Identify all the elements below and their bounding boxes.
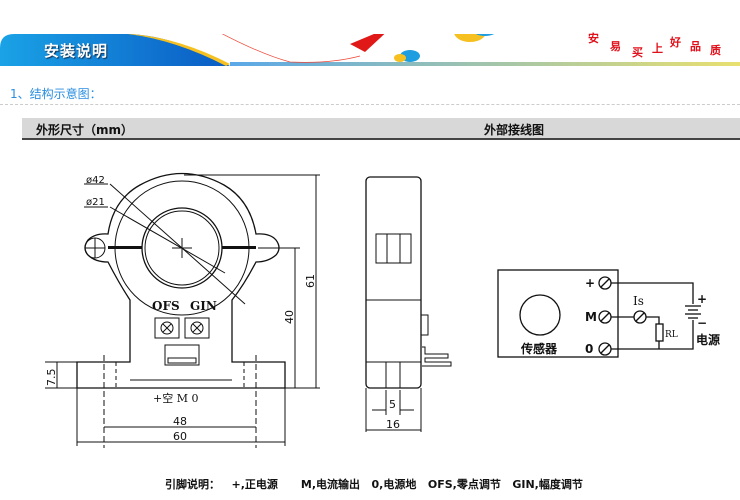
- header-banner: [0, 34, 740, 66]
- pin-item: 0,电源地: [371, 478, 417, 491]
- table-header: 外形尺寸（mm） 外部接线图: [22, 118, 740, 140]
- pin-labels: +空 M 0: [153, 391, 198, 405]
- side-view: [365, 176, 452, 432]
- power-label: 电源: [696, 332, 720, 347]
- slogan-char: 买: [632, 46, 643, 59]
- terminal-m: M: [585, 310, 597, 324]
- slogan-char: 易: [610, 40, 621, 53]
- pin-legend-label: 引脚说明：: [165, 478, 220, 491]
- outer-diameter-label: ø42: [86, 175, 105, 186]
- pin-legend: 引脚说明： +,正电源 M,电流输出 0,电源地 OFS,零点调节 GIN,幅度…: [165, 476, 583, 492]
- pin-item: GIN,幅度调节: [512, 478, 583, 491]
- wiring-diagram: [497, 269, 701, 358]
- slogan-char: 好: [670, 36, 681, 49]
- wiring-header: 外部接线图: [484, 123, 545, 137]
- battery-minus: −: [697, 316, 707, 330]
- is-label: Is: [633, 294, 644, 308]
- dim-width: 60: [173, 430, 187, 443]
- dimensions-header: 外形尺寸（mm）: [36, 123, 134, 137]
- battery-plus: +: [697, 292, 707, 306]
- slogan-char: 质: [710, 44, 721, 57]
- header-title: 安装说明: [44, 42, 109, 60]
- slogan-char: 上: [652, 42, 663, 55]
- slogan-char: 安: [588, 32, 599, 45]
- section-subtitle: 1、结构示意图：: [10, 87, 102, 101]
- pin-item: +,正电源: [231, 478, 278, 491]
- pin-item: M,电流输出: [300, 478, 361, 491]
- ofs-label: OFS: [152, 299, 180, 313]
- dim-holes: 48: [173, 415, 187, 428]
- gin-label: GIN: [190, 299, 217, 313]
- dim-center: 40: [283, 310, 296, 324]
- inner-diameter-label: ø21: [86, 197, 105, 208]
- terminal-0: 0: [585, 342, 593, 356]
- dim-depth: 16: [386, 418, 400, 431]
- slogan-char: 品: [690, 40, 701, 53]
- dim-base: 7.5: [45, 369, 58, 387]
- dim-pin: 5: [389, 398, 396, 411]
- terminal-plus: +: [585, 276, 595, 290]
- divider: [0, 104, 740, 105]
- rl-label: RL: [665, 330, 678, 340]
- pin-item: OFS,零点调节: [427, 478, 501, 491]
- sensor-label: 传感器: [520, 341, 558, 356]
- dim-height: 61: [304, 274, 317, 288]
- front-view: [45, 172, 320, 448]
